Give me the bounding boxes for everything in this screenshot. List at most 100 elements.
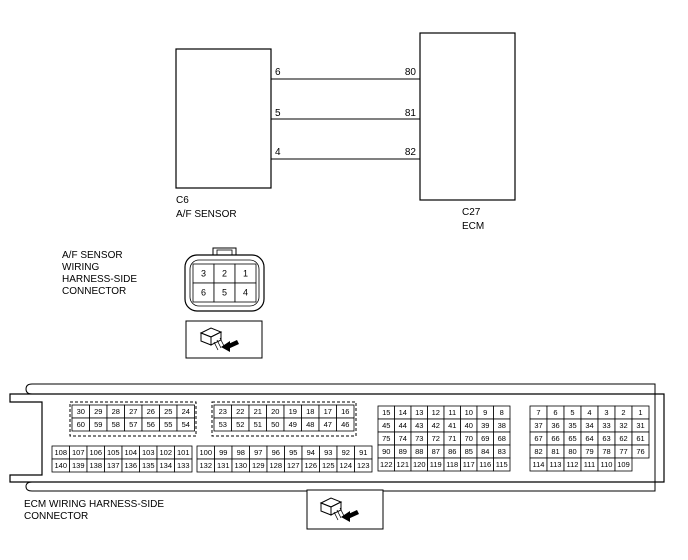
- pin-number: 18: [306, 407, 314, 416]
- pin-number: 3: [201, 269, 206, 279]
- connector-view-box: [185, 320, 263, 359]
- pin-number: 31: [636, 421, 644, 430]
- pin-number: 68: [498, 434, 506, 443]
- pin-number: 100: [199, 448, 212, 457]
- pin-number: 42: [432, 421, 440, 430]
- pin-number: 7: [536, 408, 540, 417]
- pin-number: 2: [222, 269, 227, 279]
- pin-number: 6: [553, 408, 557, 417]
- pin-number: 54: [182, 420, 190, 429]
- pin-number: 35: [568, 421, 576, 430]
- pin-number: 69: [481, 434, 489, 443]
- connector-label-line: CONNECTOR: [24, 511, 88, 522]
- pin-number: 124: [339, 461, 352, 470]
- pin-cell: [631, 444, 650, 459]
- pin-number: 3: [604, 408, 608, 417]
- pin-number: 102: [159, 448, 172, 457]
- pin-number: 94: [307, 448, 315, 457]
- af-sensor-box: [175, 48, 272, 189]
- pin-number: 96: [272, 448, 280, 457]
- pin-number: 14: [399, 408, 407, 417]
- pin-number: 129: [252, 461, 265, 470]
- pin-number: 21: [254, 407, 262, 416]
- pin-cell: [354, 458, 373, 473]
- pin-number: 122: [380, 460, 393, 469]
- pin-number: 131: [217, 461, 230, 470]
- pin-number: 9: [483, 408, 487, 417]
- connector-view-icon: [199, 327, 239, 352]
- sensor-pin-label: 5: [275, 108, 281, 119]
- pin-number: 81: [551, 447, 559, 456]
- ecm-connector-top-rail: [25, 383, 656, 395]
- pin-number: 25: [164, 407, 172, 416]
- pin-number: 99: [219, 448, 227, 457]
- pin-number: 126: [304, 461, 317, 470]
- pin-number: 87: [432, 447, 440, 456]
- pin-number: 4: [243, 288, 248, 298]
- pin-number: 15: [382, 408, 390, 417]
- pin-number: 32: [619, 421, 627, 430]
- pin-number: 48: [306, 420, 314, 429]
- pin-number: 28: [112, 407, 120, 416]
- pin-number: 56: [147, 420, 155, 429]
- pin-cell: [176, 417, 195, 432]
- pin-number: 63: [602, 434, 610, 443]
- pin-number: 53: [219, 420, 227, 429]
- pin-number: 128: [269, 461, 282, 470]
- pin-number: 74: [399, 434, 407, 443]
- pin-number: 57: [129, 420, 137, 429]
- pin-number: 55: [164, 420, 172, 429]
- ecm-name: ECM: [462, 221, 484, 232]
- pin-number: 37: [534, 421, 542, 430]
- pin-number: 22: [236, 407, 244, 416]
- pin-number: 17: [324, 407, 332, 416]
- connector-label-line: ECM WIRING HARNESS-SIDE: [24, 499, 164, 510]
- connector-label-line: A/F SENSOR: [62, 250, 123, 261]
- af-sensor-id: C6: [176, 195, 189, 206]
- pin-number: 107: [72, 448, 85, 457]
- pin-number: 46: [341, 420, 349, 429]
- pin-number: 86: [448, 447, 456, 456]
- pin-number: 89: [399, 447, 407, 456]
- pin-number: 47: [324, 420, 332, 429]
- pin-number: 39: [481, 421, 489, 430]
- pin-number: 20: [271, 407, 279, 416]
- pin-number: 34: [585, 421, 593, 430]
- pin-number: 88: [415, 447, 423, 456]
- pin-number: 85: [465, 447, 473, 456]
- pin-number: 61: [636, 434, 644, 443]
- pin-number: 138: [89, 461, 102, 470]
- pin-number: 72: [432, 434, 440, 443]
- pin-number: 8: [500, 408, 504, 417]
- pin-number: 5: [222, 288, 227, 298]
- pin-number: 75: [382, 434, 390, 443]
- connector-view-icon: [319, 497, 359, 522]
- pin-number: 43: [415, 421, 423, 430]
- pin-number: 71: [448, 434, 456, 443]
- pin-number: 16: [341, 407, 349, 416]
- pin-cell: [493, 457, 511, 472]
- pin-number: 10: [465, 408, 473, 417]
- pin-number: 23: [219, 407, 227, 416]
- pin-number: 101: [177, 448, 190, 457]
- connector-label-line: WIRING: [62, 262, 99, 273]
- pin-number: 11: [448, 408, 456, 417]
- pin-number: 136: [124, 461, 137, 470]
- ecm-pin-label: 81: [405, 108, 417, 119]
- pin-number: 29: [94, 407, 102, 416]
- pin-number: 70: [465, 434, 473, 443]
- pin-number: 1: [638, 408, 642, 417]
- pin-number: 127: [287, 461, 300, 470]
- sensor-pin-label: 4: [275, 147, 281, 158]
- pin-number: 83: [498, 447, 506, 456]
- pin-number: 84: [481, 447, 489, 456]
- pin-number: 133: [177, 461, 190, 470]
- pin-number: 30: [77, 407, 85, 416]
- ecm-id: C27: [462, 207, 481, 218]
- pin-number: 80: [568, 447, 576, 456]
- pin-number: 60: [77, 420, 85, 429]
- pin-number: 125: [322, 461, 335, 470]
